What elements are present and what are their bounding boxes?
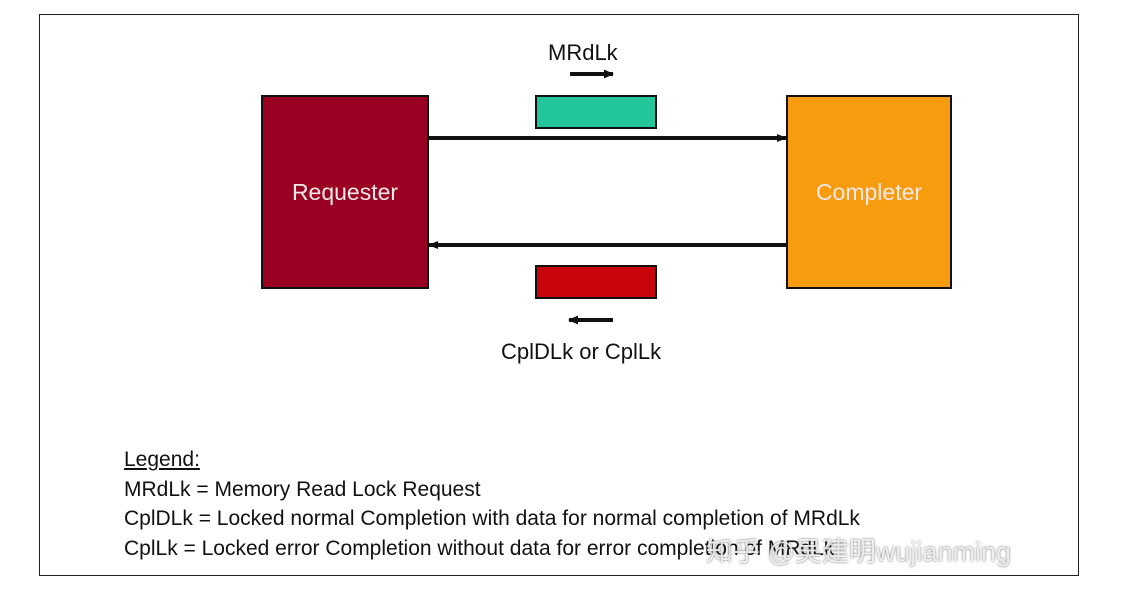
- request-packet-label: MRdLk: [548, 40, 618, 65]
- completer-label: Completer: [815, 178, 923, 205]
- requester-label: Requester: [291, 178, 399, 205]
- completion-packet-label: CplDLk or CplLk: [501, 339, 662, 364]
- watermark: 知乎 @吴建明wujianming: [706, 537, 1011, 567]
- legend-title: Legend:: [124, 448, 200, 471]
- legend-item: CplLk = Locked error Completion without …: [124, 536, 835, 560]
- request-packet: [535, 95, 657, 129]
- requester-block: Requester: [261, 95, 429, 289]
- diagram-frame: [39, 14, 1079, 576]
- completion-packet: [535, 265, 657, 299]
- legend-item: CplDLk = Locked normal Completion with d…: [124, 507, 860, 530]
- completer-block: Completer: [786, 95, 952, 289]
- legend: Legend: MRdLk = Memory Read Lock Request…: [124, 445, 860, 563]
- legend-item: MRdLk = Memory Read Lock Request: [124, 477, 481, 501]
